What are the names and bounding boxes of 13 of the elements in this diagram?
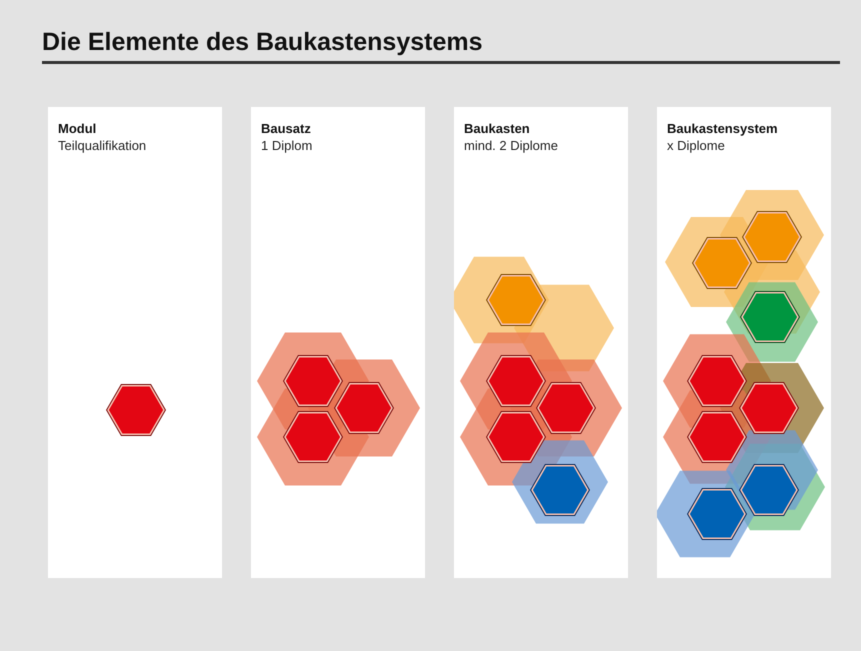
panel-heading: Baukastensystem — [667, 121, 778, 136]
panel-heading: Bausatz — [261, 121, 311, 136]
panel-subtitle: Teilqualifikation — [58, 138, 146, 153]
panel-heading: Baukasten — [464, 121, 530, 136]
panel-card — [48, 107, 222, 578]
panel-card — [657, 107, 831, 578]
panel-subtitle: mind. 2 Diplome — [464, 138, 558, 153]
panel-card — [251, 107, 425, 578]
panel-subtitle: x Diplome — [667, 138, 725, 153]
panel-heading: Modul — [58, 121, 96, 136]
panel-subtitle: 1 Diplom — [261, 138, 312, 153]
panel-card — [454, 107, 628, 578]
slide-title: Die Elemente des Baukastensystems — [42, 28, 482, 57]
